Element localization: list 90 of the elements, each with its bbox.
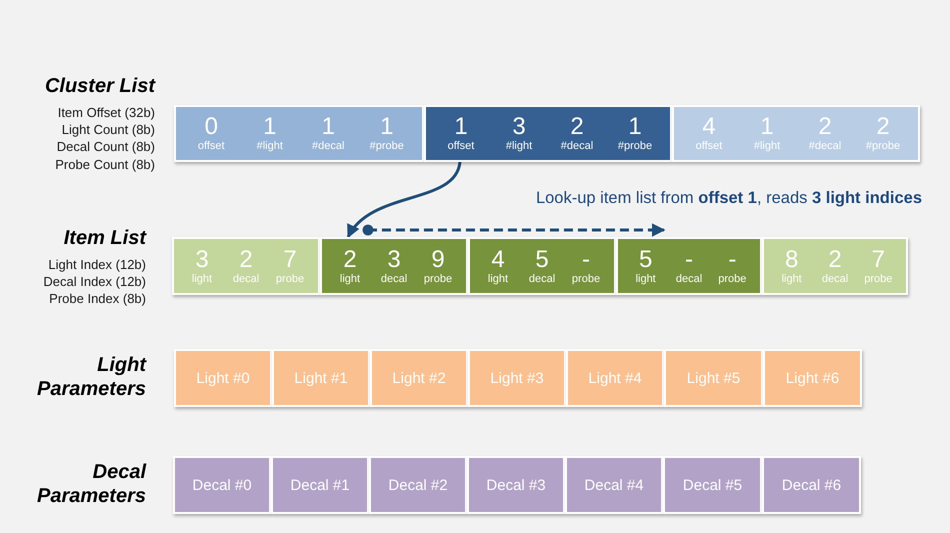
dashed-arrow (362, 223, 666, 237)
field-value: 2 (570, 114, 584, 140)
row-heading: Decal Parameters (36, 460, 146, 508)
field-value: 2 (876, 114, 890, 140)
decal-parameter-slot: Decal #0 (173, 456, 271, 514)
decal-parameter-slot: Decal #4 (565, 456, 663, 514)
field-value: 1 (263, 114, 276, 140)
decal-parameter-slot: Decal #2 (369, 456, 467, 514)
field-value: 3 (512, 114, 526, 140)
field-value: - (684, 246, 693, 272)
item-entry (616, 237, 762, 295)
decal-parameter-slot: Decal #6 (762, 456, 861, 514)
field-caption: offset (198, 140, 225, 153)
field-caption: #light (754, 140, 780, 153)
field-value: 1 (380, 114, 394, 140)
cluster-entry (174, 105, 424, 162)
decal-parameter-slot: Decal #5 (663, 456, 762, 514)
row-heading: Light Parameters (36, 353, 146, 401)
field-caption: decal (380, 272, 408, 286)
field-caption: light (340, 272, 360, 286)
field-caption: probe (276, 272, 304, 286)
field-caption: light (192, 272, 212, 286)
field-caption: #decal (808, 140, 842, 153)
field-description: Decal Count (8b) (56, 138, 155, 155)
field-caption: light (488, 272, 508, 286)
field-value: 2 (343, 246, 357, 272)
curved-arrow (346, 162, 462, 238)
field-caption: probe (572, 272, 600, 286)
field-value: - (582, 246, 590, 272)
field-value: 0 (204, 114, 218, 140)
field-value: 1 (628, 114, 642, 140)
field-value: 2 (818, 114, 832, 140)
field-caption: offset (448, 140, 474, 153)
field-value: 9 (431, 246, 445, 272)
item-entry (762, 237, 908, 295)
field-caption: light (782, 272, 802, 286)
field-caption: offset (696, 140, 722, 153)
light-parameter-slot: Light #2 (370, 349, 468, 407)
field-caption: probe (718, 272, 746, 286)
field-caption: probe (864, 272, 892, 286)
field-caption: decal (822, 272, 848, 286)
field-caption: #probe (618, 140, 652, 153)
decal-parameter-slot: Decal #3 (467, 456, 565, 514)
field-value: 5 (535, 246, 549, 272)
field-caption: #decal (560, 140, 594, 153)
cluster-entry (672, 105, 920, 162)
field-caption: light (636, 272, 656, 286)
field-value: 7 (283, 246, 297, 272)
field-caption: decal (232, 272, 260, 286)
field-caption: decal (676, 272, 702, 286)
cluster-entry (424, 105, 672, 162)
field-value: 3 (387, 246, 401, 272)
field-caption: #light (256, 140, 283, 153)
field-value: 2 (239, 246, 253, 272)
field-description: Decal Index (12b) (43, 273, 146, 290)
field-caption: #probe (866, 140, 900, 153)
field-caption: probe (424, 272, 452, 286)
row-heading: Item List (64, 226, 146, 250)
item-entry (468, 237, 616, 295)
light-parameter-slot: Light #3 (468, 349, 566, 407)
field-value: 1 (454, 114, 468, 140)
field-description: Probe Index (8b) (49, 290, 146, 307)
field-value: 7 (872, 246, 885, 272)
field-caption: #probe (370, 140, 404, 153)
field-value: 2 (828, 246, 842, 272)
item-entry (320, 237, 468, 295)
field-caption: #light (506, 140, 532, 153)
light-parameter-slot: Light #6 (763, 349, 862, 407)
field-value: 1 (322, 114, 335, 140)
row-heading: Cluster List (44, 74, 155, 98)
light-parameter-slot: Light #5 (664, 349, 763, 407)
field-value: 3 (195, 246, 209, 272)
field-caption: #decal (312, 140, 344, 153)
field-description: Item Offset (32b) (58, 104, 155, 121)
light-parameter-slot: Light #0 (174, 349, 272, 407)
field-value: 4 (491, 246, 505, 272)
field-value: 5 (638, 246, 652, 272)
decal-parameter-slot: Decal #1 (271, 456, 369, 514)
field-value: 4 (702, 114, 716, 140)
light-parameter-slot: Light #4 (566, 349, 664, 407)
field-description: Probe Count (8b) (55, 156, 155, 173)
field-caption: decal (528, 272, 556, 286)
annotation-text: Look-up item list from offset 1, reads 3 light indices (536, 188, 922, 208)
field-description: Light Count (8b) (62, 121, 155, 138)
field-value: 1 (760, 114, 774, 140)
item-entry (172, 237, 320, 295)
field-value: - (728, 246, 736, 272)
field-value: 8 (784, 246, 798, 272)
field-description: Light Index (12b) (48, 256, 146, 273)
light-parameter-slot: Light #1 (272, 349, 370, 407)
